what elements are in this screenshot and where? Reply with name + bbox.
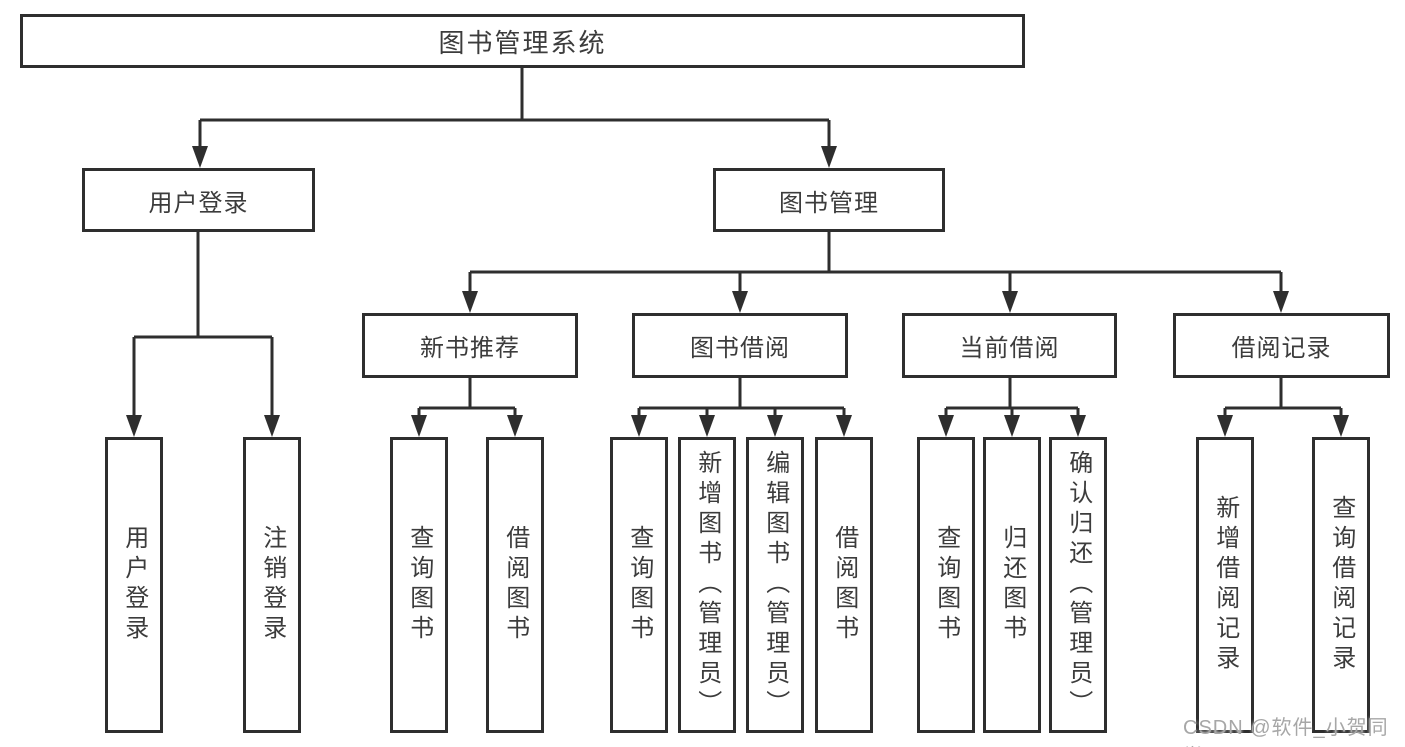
node-new-book-recommend: 新书推荐 — [362, 313, 578, 378]
leaf-return-book: 归还图书 — [983, 437, 1041, 733]
node-label: 用户登录 — [120, 525, 148, 645]
node-label: 用户登录 — [148, 189, 249, 217]
node-library-system: 图书管理系统 — [20, 14, 1025, 68]
leaf-borrow-book-recommend: 借阅图书 — [486, 437, 544, 733]
node-label: 查询图书 — [932, 525, 960, 645]
node-label: 借阅记录 — [1231, 335, 1332, 362]
csdn-watermark: CSDN @软件_小贺同学 — [1183, 717, 1389, 747]
leaf-search-book-borrow: 查询图书 — [610, 437, 668, 733]
leaf-search-borrow-record: 查询借阅记录 — [1312, 437, 1370, 733]
node-label: 新书推荐 — [420, 335, 520, 362]
node-label: 图书借阅 — [690, 335, 790, 362]
node-label: 查询图书 — [405, 525, 433, 645]
node-label: 编辑图书（管理员） — [761, 450, 789, 720]
node-label: 新增图书（管理员） — [693, 450, 721, 720]
node-label: 查询借阅记录 — [1327, 495, 1355, 675]
node-label: 图书管理系统 — [438, 27, 607, 58]
leaf-logout: 注销登录 — [243, 437, 301, 733]
leaf-edit-book-admin: 编辑图书（管理员） — [746, 437, 804, 733]
leaf-add-borrow-record: 新增借阅记录 — [1196, 437, 1254, 733]
node-book-borrow: 图书借阅 — [632, 313, 848, 378]
node-label: 借阅图书 — [830, 525, 858, 645]
node-label: 当前借阅 — [959, 335, 1060, 362]
node-borrow-records: 借阅记录 — [1173, 313, 1390, 378]
leaf-search-book-recommend: 查询图书 — [390, 437, 448, 733]
leaf-confirm-return-admin: 确认归还（管理员） — [1049, 437, 1107, 733]
leaf-search-book-current: 查询图书 — [917, 437, 975, 733]
node-label: 归还图书 — [998, 525, 1026, 645]
node-label: 注销登录 — [258, 525, 286, 645]
node-book-management: 图书管理 — [713, 168, 945, 232]
node-label: 图书管理 — [779, 189, 879, 217]
node-label: 查询图书 — [625, 525, 653, 645]
leaf-add-book-admin: 新增图书（管理员） — [678, 437, 736, 733]
node-label: 确认归还（管理员） — [1064, 450, 1092, 720]
node-user-login: 用户登录 — [82, 168, 315, 232]
node-label: 借阅图书 — [501, 525, 529, 645]
arrowheads — [126, 146, 1349, 437]
leaf-user-login: 用户登录 — [105, 437, 163, 733]
node-label: 新增借阅记录 — [1211, 495, 1239, 675]
node-current-borrow: 当前借阅 — [902, 313, 1117, 378]
leaf-borrow-book: 借阅图书 — [815, 437, 873, 733]
